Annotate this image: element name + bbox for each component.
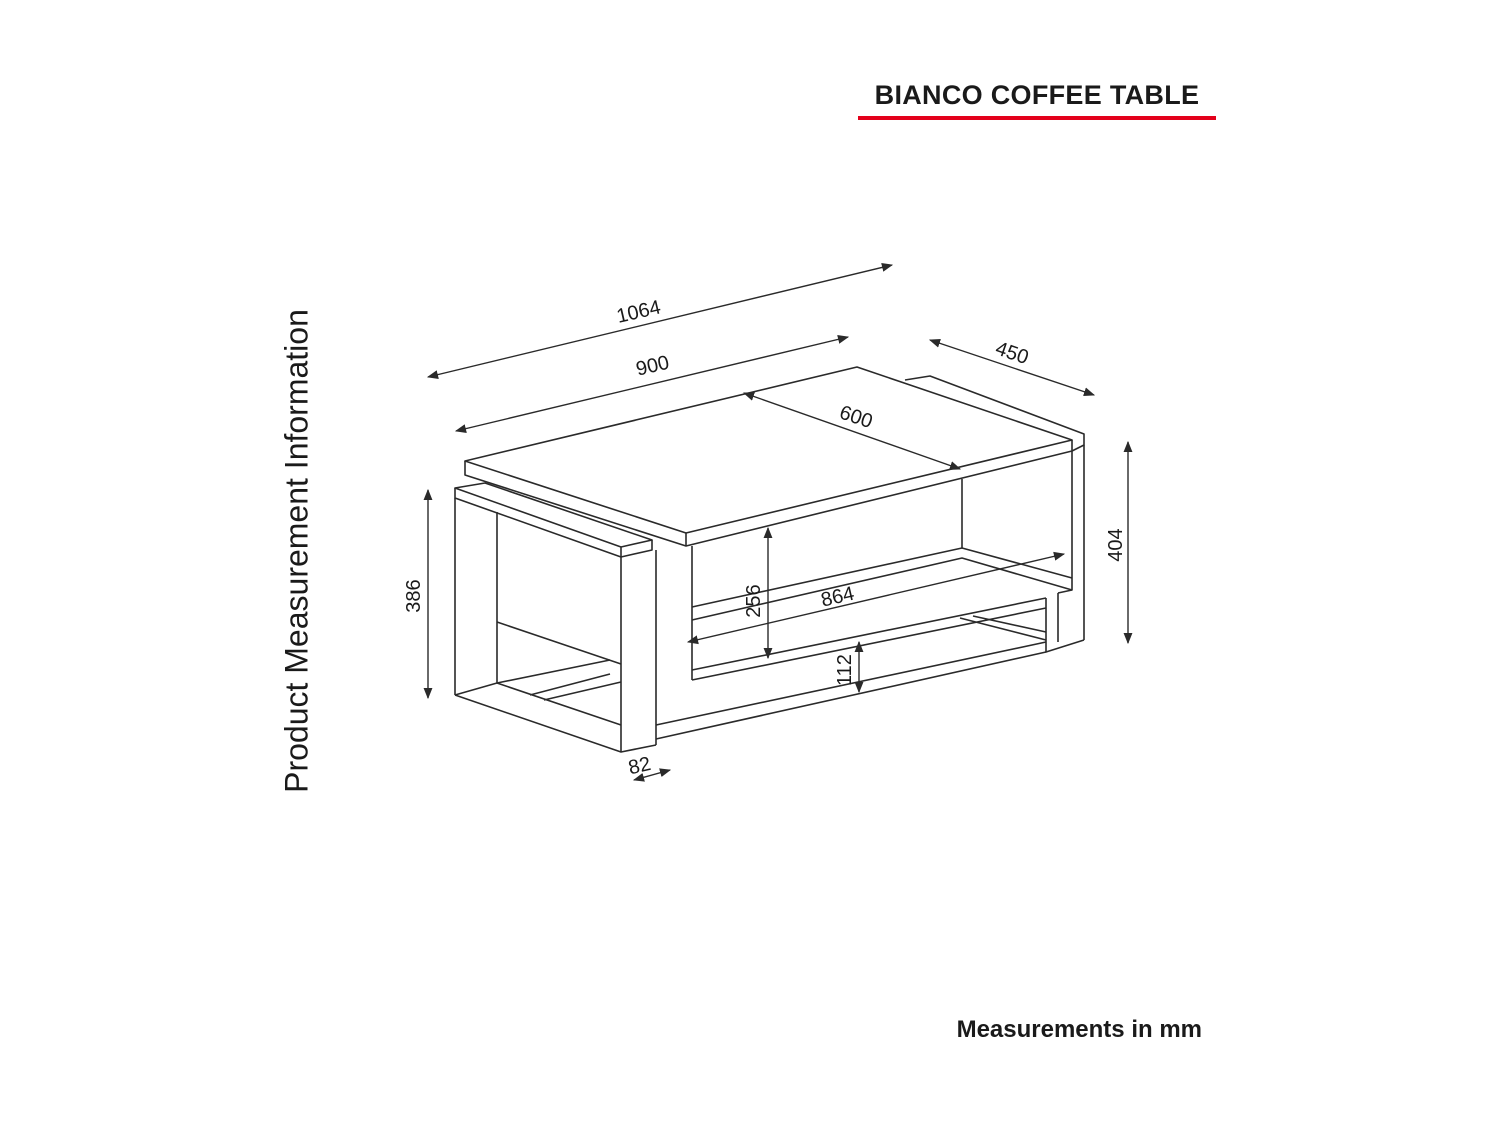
- dimension-lines: [423, 263, 1133, 782]
- table-outline: [454, 366, 1085, 753]
- product-title: BIANCO COFFEE TABLE: [874, 80, 1200, 110]
- dim-label-256: 256: [743, 584, 765, 617]
- dim-line-864: [686, 551, 1066, 645]
- dim-label-864: 864: [819, 583, 856, 612]
- dim-label-900: 900: [634, 352, 671, 381]
- dim-label-600: 600: [837, 401, 876, 433]
- dim-label-404: 404: [1105, 528, 1127, 561]
- dim-line-600: [742, 392, 962, 470]
- dim-label-1064: 1064: [614, 296, 662, 327]
- dim-label-112: 112: [834, 654, 856, 686]
- dim-label-82: 82: [626, 753, 653, 779]
- measurement-units-note: Measurements in mm: [956, 1016, 1202, 1043]
- dim-label-386: 386: [403, 579, 425, 612]
- title-underline: [858, 116, 1216, 120]
- dim-line-450: [928, 338, 1096, 397]
- dim-line-900: [454, 334, 850, 434]
- dim-line-82: [632, 768, 672, 782]
- dim-label-450: 450: [993, 337, 1032, 369]
- dimension-labels: 1064 900 450 600 404 386 256 864 112 82: [403, 296, 1127, 779]
